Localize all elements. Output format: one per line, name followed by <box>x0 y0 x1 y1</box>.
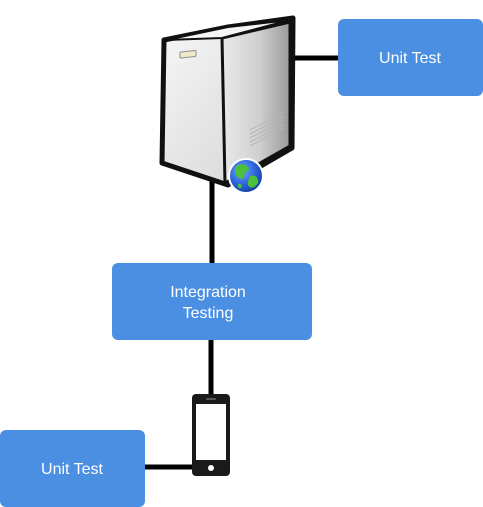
unit-test-server-box <box>338 19 483 96</box>
connectors <box>144 55 340 470</box>
server-drive-slot <box>179 49 197 59</box>
integration-testing-box <box>112 263 312 340</box>
integration-testing-label-line2: Testing <box>183 305 234 322</box>
server-top-panel <box>165 19 291 41</box>
integration-testing-label-line1: Integration <box>170 284 246 301</box>
unit-test-mobile-node: Unit Test <box>0 430 145 507</box>
server-icon <box>159 15 296 188</box>
unit-test-mobile-label: Unit Test <box>41 461 104 478</box>
svg-text:Testing: Testing <box>183 305 234 322</box>
server-front-panel <box>220 20 292 185</box>
smartphone-icon <box>192 394 230 476</box>
unit-test-mobile-box <box>0 430 145 507</box>
integration-testing-node: Integration Testing <box>112 263 312 340</box>
unit-test-server-node: Unit Test <box>338 19 483 96</box>
globe-icon <box>228 158 264 194</box>
unit-test-server-label: Unit Test <box>379 50 442 67</box>
server-vents <box>249 111 285 147</box>
svg-text:Integration: Integration <box>170 284 246 301</box>
